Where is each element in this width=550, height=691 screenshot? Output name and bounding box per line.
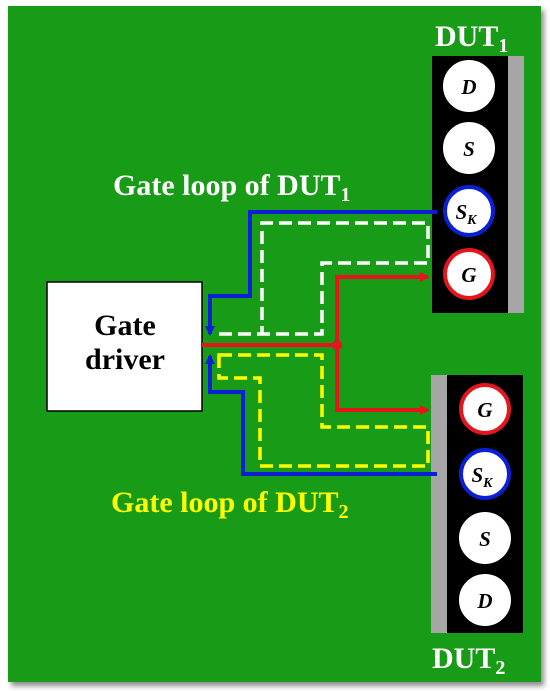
dut2-pin-sk-label: SK [471,463,494,491]
dut1-title: DUT1 [435,20,508,57]
dut2-module: G SK S D [431,375,523,633]
dut2-pin-d-label: D [476,589,492,613]
gate-drive-dut1 [335,272,430,345]
dut2-pin-s-label: S [479,527,491,551]
dut1-pin-s [443,122,495,174]
dut1-pin-s-label: S [463,137,475,161]
dut1-pin-sk [443,185,495,237]
dut1-pin-d [443,60,495,112]
dut1-pin-g [443,248,495,300]
dut1-module: D S SK G [432,56,524,313]
loop1-caption: Gate loop of DUT1 [113,169,351,206]
kelvin-return-dut1 [205,210,437,336]
loop2-caption: Gate loop of DUT2 [111,486,349,523]
kelvin-return-dut2 [205,354,437,476]
gate-loop-dut2-path [217,353,430,468]
gate-driver-label-line2: driver [85,343,165,376]
dut2-pin-sk [459,448,511,500]
dut2-pin-g-label: G [477,398,492,422]
dut1-pin-d-label: D [460,75,476,99]
dut1-pin-sk-label: SK [455,200,478,228]
dut2-pin-g [459,383,511,435]
gate-loop-dut1-path [219,221,430,336]
gate-driver-box [46,281,203,412]
dut2-pin-d [459,574,511,626]
dut2-pin-s [459,512,511,564]
gate-drive-dut2 [335,345,430,415]
dut1-pin-g-label: G [461,263,476,287]
dut2-title: DUT2 [432,642,505,679]
dut2-heatsink [431,375,447,633]
dut1-heatsink [508,56,524,313]
gate-drive-junction [332,340,342,350]
gate-driver-label-line1: Gate [94,309,156,342]
